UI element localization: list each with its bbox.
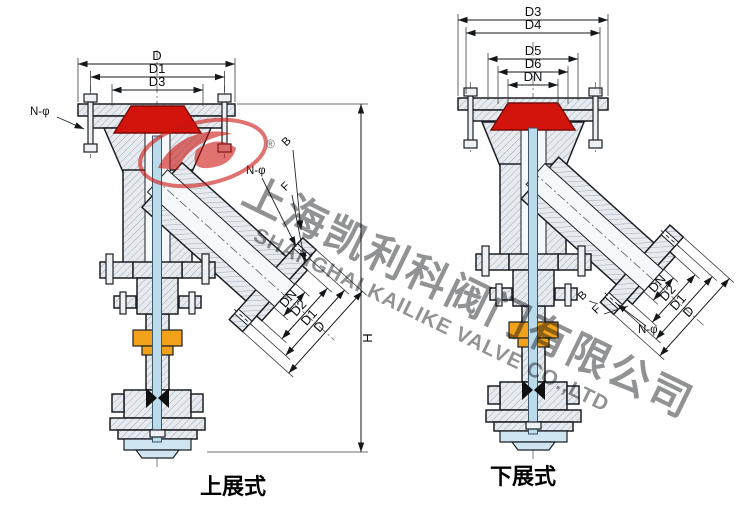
- left-height-dimension: H: [207, 103, 375, 453]
- right-dim-label-d4: D4: [525, 17, 542, 32]
- right-branch: DN D2 D1 D: [520, 156, 735, 361]
- right-branch-dimensions: DN D2 D1 D: [613, 236, 735, 361]
- right-nut-1a: [463, 87, 478, 97]
- left-nut-1b: [83, 143, 98, 153]
- left-dim-label-d1: D1: [149, 61, 166, 76]
- left-nut-1a: [83, 93, 98, 103]
- left-bolt-count-label: N-φ: [30, 106, 50, 118]
- registered-mark: ®: [266, 137, 275, 151]
- right-nut-2a: [588, 87, 603, 97]
- left-valve-caption: 上展式: [200, 474, 266, 499]
- left-bolt-leader: [56, 116, 85, 130]
- left-stud-2: [221, 101, 228, 149]
- right-dim-label-d6: D6: [525, 56, 542, 71]
- logo-swoosh: [158, 131, 232, 170]
- right-stud-2: [592, 95, 599, 143]
- right-face-label: F: [590, 303, 603, 316]
- left-height-label: H: [360, 333, 375, 342]
- right-dim-label-d3: D3: [525, 4, 542, 19]
- company-logo: ®: [138, 117, 275, 189]
- left-dim-label-d3: D3: [149, 74, 166, 89]
- right-top-dimensions: D3 D4 D5 D6 DN: [457, 4, 609, 106]
- right-dim-label-dn: DN: [524, 69, 543, 84]
- left-dim-label-d: D: [152, 48, 161, 63]
- left-stud-1: [87, 101, 94, 149]
- right-nut-1b: [463, 139, 478, 149]
- right-branch-bolt-label: N-φ: [638, 324, 658, 336]
- left-nut-2a: [217, 93, 232, 103]
- right-stud-1: [467, 95, 474, 143]
- logo-ellipse: [138, 117, 268, 189]
- right-flange-thickness-label: B: [576, 289, 590, 303]
- left-branch: DN D2 D1 D: [140, 161, 368, 378]
- right-nut-2b: [588, 139, 603, 149]
- left-flange-thickness-label: B: [280, 135, 294, 149]
- right-valve-caption: 下展式: [490, 464, 556, 489]
- left-valve: DN D2 D1 D D D1 D3 N-φ B: [30, 48, 375, 468]
- left-branch-dimensions: DN D2 D1 D: [242, 249, 368, 378]
- left-branch-centerline: [154, 178, 335, 341]
- right-dim-label-d5: D5: [525, 43, 542, 58]
- left-top-dimensions: D D1 D3: [77, 48, 236, 106]
- right-valve: DN D2 D1 D D3 D4 D5 D6 DN: [457, 4, 735, 462]
- logo-mark: [194, 141, 236, 169]
